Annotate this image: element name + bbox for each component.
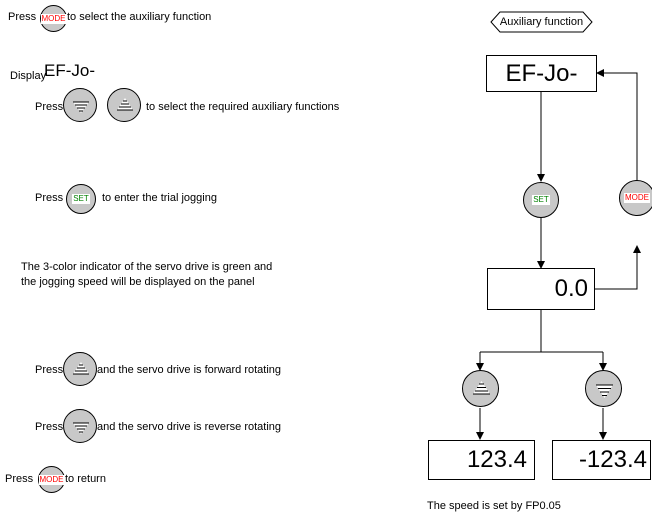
mode-button[interactable]: MODE — [40, 5, 67, 32]
step4-desc-text: to enter the trial jogging — [102, 192, 217, 204]
step1-press-text: Press — [8, 11, 37, 23]
down-button[interactable] — [63, 88, 97, 122]
line-mode-to-code — [596, 69, 638, 180]
mode-key-label: MODE — [38, 474, 65, 485]
flow-reverse-text: -123.4 — [578, 446, 647, 473]
header-hexagon — [490, 11, 593, 33]
step8-press-text: Press — [5, 473, 34, 485]
flow-note-text: The speed is set by FP0.05 — [427, 500, 561, 512]
mode-key-label: MODE — [40, 13, 67, 24]
forward-up-button[interactable] — [63, 352, 97, 386]
up-arrow-icon — [73, 362, 89, 375]
set-button[interactable]: SET — [66, 184, 96, 214]
flow-down-button[interactable] — [585, 370, 622, 407]
up-button[interactable] — [107, 88, 141, 122]
flow-set-button[interactable]: SET — [523, 182, 559, 218]
flow-speed-display: 0.0 — [487, 268, 595, 310]
step7-press-text: Press — [35, 421, 64, 433]
flow-mode-button[interactable]: MODE — [619, 180, 652, 216]
step2-code-text: EF-Jo- — [44, 61, 95, 80]
flow-forward-text: 123.4 — [466, 446, 527, 473]
step2-display-text: Display — [10, 70, 47, 82]
step8-desc-text: to return — [65, 473, 106, 485]
flow-up-button[interactable] — [462, 370, 499, 407]
flow-code-display: EF-Jo- — [486, 55, 597, 92]
down-arrow-icon — [73, 422, 89, 434]
mode-return-button[interactable]: MODE — [38, 466, 65, 493]
flow-forward-display: 123.4 — [428, 440, 535, 480]
flow-header-label: Auxiliary function — [499, 16, 584, 28]
step5-line2-text: the jogging speed will be displayed on t… — [21, 276, 255, 288]
step4-press-text: Press — [35, 192, 64, 204]
step6-press-text: Press — [35, 364, 64, 376]
down-arrow-icon — [73, 101, 89, 113]
line-speed-to-mode — [595, 245, 641, 290]
set-key-label: SET — [72, 194, 90, 204]
set-key-label: SET — [532, 195, 550, 205]
step3-press-text: Press — [35, 101, 64, 113]
down-arrow-icon — [596, 384, 613, 398]
reverse-down-button[interactable] — [63, 409, 97, 443]
step7-desc-text: and the servo drive is reverse rotating — [97, 421, 282, 433]
up-arrow-icon — [473, 381, 490, 395]
flow-code-text: EF-Jo- — [505, 59, 578, 87]
flow-reverse-display: -123.4 — [552, 440, 651, 480]
mode-key-label: MODE — [624, 193, 650, 203]
step3-desc-text: to select the required auxiliary functio… — [146, 101, 340, 113]
up-arrow-icon — [117, 98, 133, 111]
step1-desc-text: to select the auxiliary function — [67, 11, 212, 23]
step5-line1-text: The 3-color indicator of the servo drive… — [21, 261, 273, 273]
step6-desc-text: and the servo drive is forward rotating — [97, 364, 282, 376]
flow-speed-text: 0.0 — [554, 275, 588, 302]
